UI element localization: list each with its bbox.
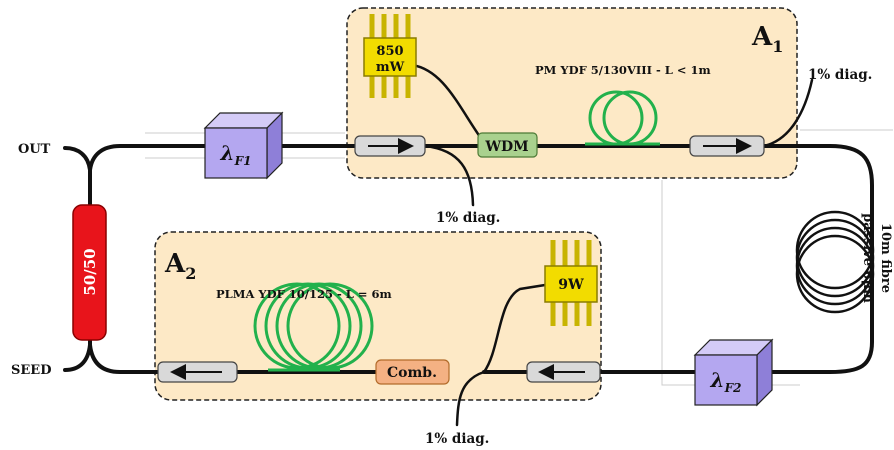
svg-text:λF1: λF1 [220, 141, 252, 168]
diag-label-top-right: 1% diag. [808, 67, 872, 83]
amplifier-a1-box [346, 7, 798, 179]
wdm: WDM [477, 132, 538, 158]
passive-fibre-coil [795, 210, 875, 314]
diag-label-bottom: 1% diag. [425, 431, 489, 447]
ydf-coil-2 [253, 282, 374, 372]
isolator-2 [689, 135, 765, 157]
ydf-coil-1 [585, 90, 660, 146]
port-seed-label: SEED [11, 363, 51, 378]
pump1-line1: 850 [376, 44, 403, 59]
ydf2-label: PLMA YDF 10/125 - L = 6m [216, 287, 392, 301]
isolator-4 [157, 361, 238, 383]
filter-f2-symbol: λ [710, 368, 725, 392]
pump2-label: 9W [558, 277, 584, 293]
pump-9w: 9W [544, 240, 598, 326]
pump-850mw: 850 mW [363, 14, 417, 98]
svg-text:λF2: λF2 [710, 368, 742, 395]
isolator-1 [354, 135, 426, 157]
amplifier-a1-label: A1 [751, 22, 783, 56]
combiner: Comb. [375, 359, 450, 385]
wdm-label: WDM [484, 139, 528, 155]
isolator-3 [526, 361, 601, 383]
filter-f1-sub: F1 [234, 154, 252, 168]
tap-fibres [410, 63, 814, 427]
coupler-50-50: 50/50 [72, 204, 107, 341]
amplifier-a2-label: A2 [164, 249, 196, 283]
amplifier-a2-box [154, 231, 602, 401]
ydf1-label: PM YDF 5/130VIII - L < 1m [535, 63, 711, 77]
passive-fibre-line2: passive 6μm [860, 213, 875, 303]
port-out-label: OUT [18, 142, 51, 157]
passive-fibre-line1: 10m fibre [878, 223, 893, 293]
filter-f2: λF2 [693, 338, 774, 407]
diag-label-mid: 1% diag. [436, 210, 500, 226]
filter-f1-symbol: λ [220, 141, 235, 165]
pump1-line2: mW [376, 60, 405, 75]
combiner-label: Comb. [387, 365, 437, 381]
coupler-label: 50/50 [81, 248, 99, 295]
filter-f1: λF1 [203, 111, 284, 180]
filter-f2-sub: F2 [724, 381, 742, 395]
